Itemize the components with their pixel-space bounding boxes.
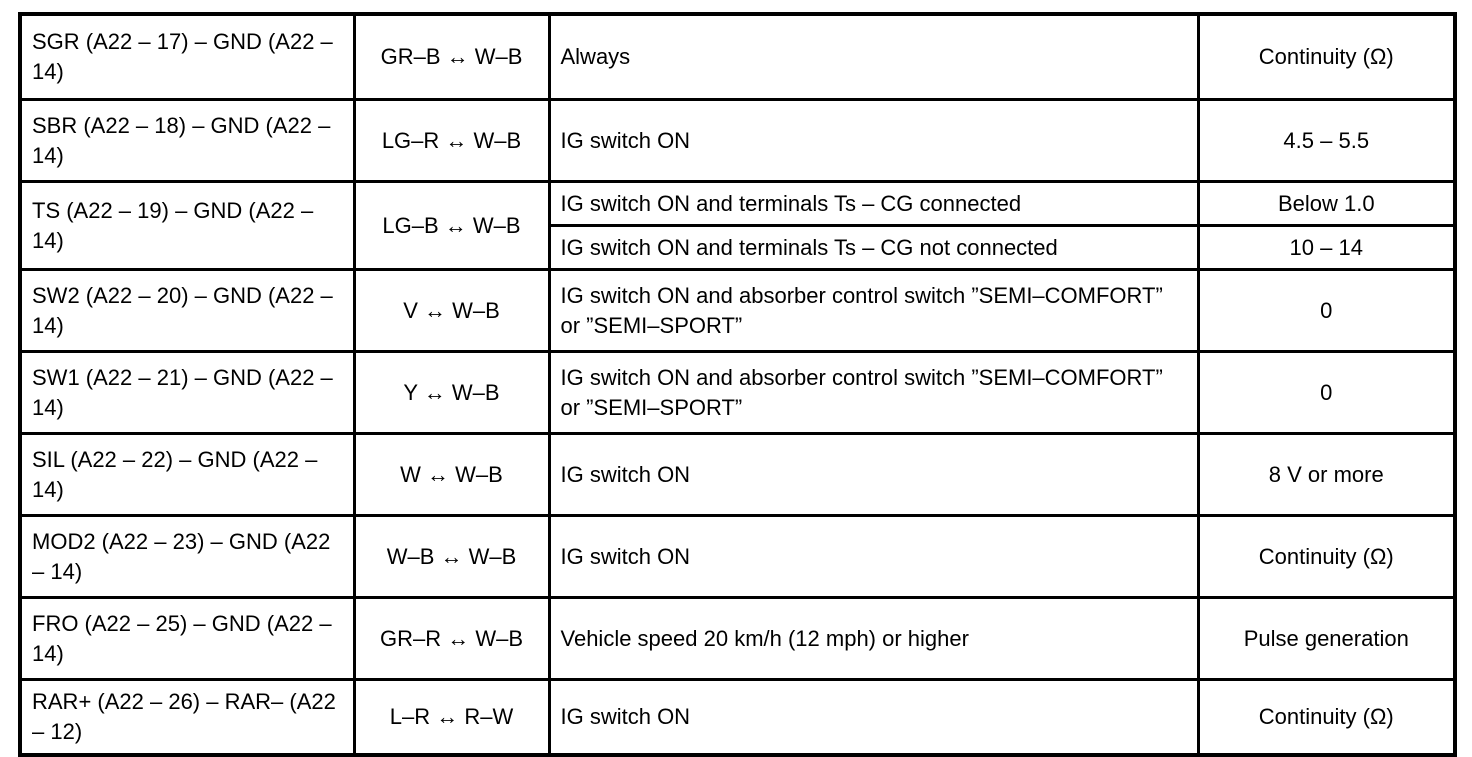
specified-condition-cell: 10 – 14 — [1196, 224, 1457, 271]
specified-condition-cell: 8 V or more — [1196, 432, 1457, 517]
condition-cell: IG switch ON and terminals Ts – CG conne… — [547, 180, 1200, 227]
specified-condition-cell: Pulse generation — [1196, 596, 1457, 681]
specified-condition-cell: 0 — [1196, 350, 1457, 435]
terminals-cell: SW1 (A22 – 21) – GND (A22 – 14) — [18, 350, 356, 435]
table-subrow: IG switch ON and terminals Ts – CG not c… — [20, 224, 1457, 271]
terminals-cell: SBR (A22 – 18) – GND (A22 – 14) — [18, 98, 356, 183]
manual-page: SGR (A22 – 17) – GND (A22 – 14) GR–B ↔ W… — [18, 12, 1457, 757]
terminals-cell: SW2 (A22 – 20) – GND (A22 – 14) — [18, 268, 356, 353]
condition-cell: Vehicle speed 20 km/h (12 mph) or higher — [547, 596, 1200, 681]
specified-condition-cell: Continuity (Ω) — [1196, 678, 1457, 757]
wiring-colors-cell: L–R ↔ R–W — [352, 678, 551, 757]
specified-condition-cell: 4.5 – 5.5 — [1196, 98, 1457, 183]
condition-cell: Always — [547, 12, 1200, 101]
wiring-colors-cell: W–B ↔ W–B — [352, 514, 551, 599]
wiring-colors-cell: GR–B ↔ W–B — [352, 12, 551, 101]
wiring-colors-cell: Y ↔ W–B — [352, 350, 551, 435]
table-row: SBR (A22 – 18) – GND (A22 – 14) LG–R ↔ W… — [18, 98, 1457, 183]
terminals-cell: MOD2 (A22 – 23) – GND (A22 – 14) — [18, 514, 356, 599]
condition-cell: IG switch ON — [547, 678, 1200, 757]
wiring-colors-cell: LG–B ↔ W–B — [352, 180, 551, 271]
table-row: SW2 (A22 – 20) – GND (A22 – 14) V ↔ W–B … — [18, 268, 1457, 353]
terminals-cell: FRO (A22 – 25) – GND (A22 – 14) — [18, 596, 356, 681]
table-row: SW1 (A22 – 21) – GND (A22 – 14) Y ↔ W–B … — [18, 350, 1457, 435]
condition-cell: IG switch ON and absorber control switch… — [547, 350, 1200, 435]
wiring-colors-cell: GR–R ↔ W–B — [352, 596, 551, 681]
table-row: TS (A22 – 19) – GND (A22 – 14) LG–B ↔ W–… — [18, 180, 1457, 271]
terminals-cell: SGR (A22 – 17) – GND (A22 – 14) — [18, 12, 356, 101]
specified-condition-cell: 0 — [1196, 268, 1457, 353]
terminal-spec-table: SGR (A22 – 17) – GND (A22 – 14) GR–B ↔ W… — [18, 12, 1457, 757]
table-row: SGR (A22 – 17) – GND (A22 – 14) GR–B ↔ W… — [18, 12, 1457, 101]
table-row: SIL (A22 – 22) – GND (A22 – 14) W ↔ W–B … — [18, 432, 1457, 517]
table-row: MOD2 (A22 – 23) – GND (A22 – 14) W–B ↔ W… — [18, 514, 1457, 599]
condition-cell: IG switch ON — [547, 432, 1200, 517]
wiring-colors-cell: V ↔ W–B — [352, 268, 551, 353]
terminals-cell: RAR+ (A22 – 26) – RAR– (A22 – 12) — [18, 678, 356, 757]
condition-cell: IG switch ON — [547, 514, 1200, 599]
table-row: FRO (A22 – 25) – GND (A22 – 14) GR–R ↔ W… — [18, 596, 1457, 681]
condition-cell: IG switch ON — [547, 98, 1200, 183]
table-row: RAR+ (A22 – 26) – RAR– (A22 – 12) L–R ↔ … — [18, 678, 1457, 757]
condition-cell: IG switch ON and absorber control switch… — [547, 268, 1200, 353]
condition-cell: IG switch ON and terminals Ts – CG not c… — [547, 224, 1200, 271]
wiring-colors-cell: W ↔ W–B — [352, 432, 551, 517]
wiring-colors-cell: LG–R ↔ W–B — [352, 98, 551, 183]
specified-condition-cell: Continuity (Ω) — [1196, 514, 1457, 599]
specified-condition-cell: Below 1.0 — [1196, 180, 1457, 227]
specified-condition-cell: Continuity (Ω) — [1196, 12, 1457, 101]
terminals-cell: SIL (A22 – 22) – GND (A22 – 14) — [18, 432, 356, 517]
terminals-cell: TS (A22 – 19) – GND (A22 – 14) — [18, 180, 356, 271]
